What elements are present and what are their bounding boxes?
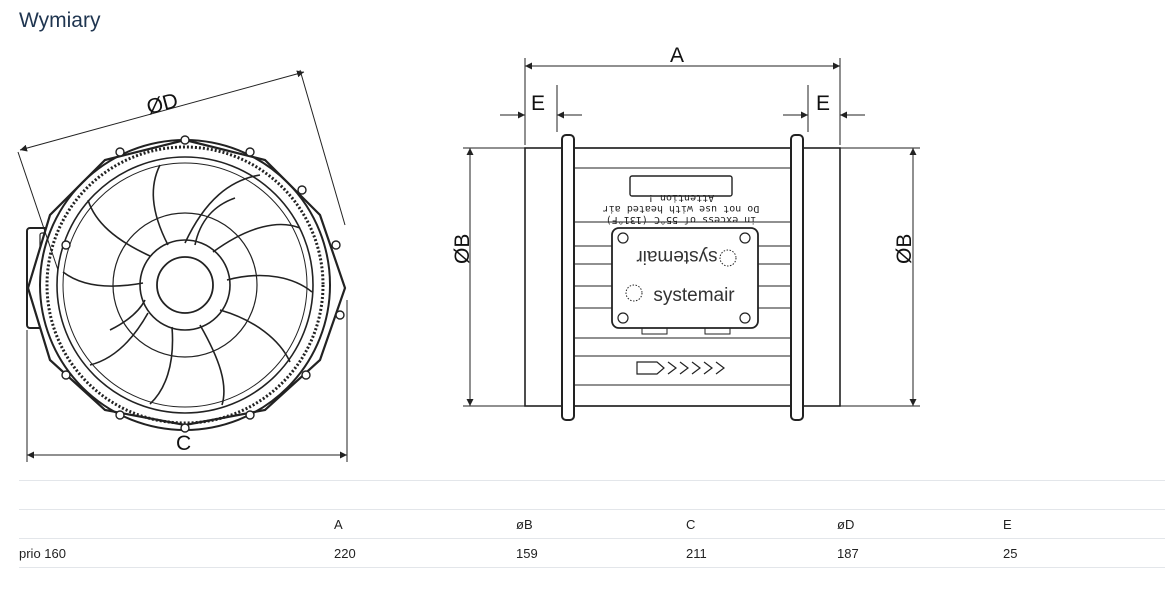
dimension-b [463,147,920,407]
table-header: C [686,516,696,532]
dimension-drawing: ØD C [17,44,920,462]
label-b-left: ØB [451,234,474,264]
table-header: øD [837,516,855,532]
table-cell: 211 [686,545,707,561]
warning-line2: Do not use with heated air [603,203,760,214]
table-row: prio 160 220 159 211 187 25 [19,538,1165,568]
warning-line1: Attention ! [648,192,714,203]
label-e-left: E [531,92,545,115]
label-b-right: ØB [893,234,916,264]
brand-text: systemair [653,285,735,306]
table-header: øB [516,516,533,532]
label-d: ØD [144,89,180,119]
front-view [26,135,347,433]
warning-line3: in excess of 55°C (131°F) [606,214,757,225]
table-header: E [1003,516,1012,532]
dimension-a [524,58,841,145]
label-c: C [176,432,191,455]
table-cell: 25 [1003,545,1018,561]
brand-text-upside-down: systemair [636,246,718,267]
table-cell: prio 160 [19,545,66,561]
label-e-right: E [816,92,830,115]
dimensions-table: A øB C øD E prio 160 220 159 211 187 25 [19,480,1165,568]
label-a: A [670,44,684,67]
page-title: Wymiary [19,9,101,32]
side-view [524,134,841,421]
table-header-row: A øB C øD E [19,509,1165,539]
dimension-e [500,85,865,132]
table-header: A [334,516,343,532]
table-cell: 159 [516,545,538,561]
table-cell: 220 [334,545,356,561]
dimension-c [26,300,348,462]
table-header [19,510,334,539]
table-cell: 187 [837,545,859,561]
dimension-d [17,69,346,271]
